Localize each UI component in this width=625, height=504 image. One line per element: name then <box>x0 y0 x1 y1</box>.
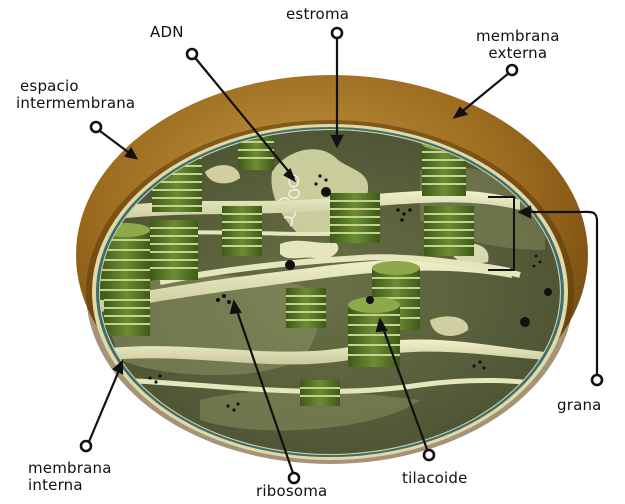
label-espacio-intermembrana-line1: espacio <box>16 78 135 95</box>
label-adn: ADN <box>150 24 184 41</box>
label-espacio-intermembrana: espacio intermembrana <box>16 78 135 112</box>
label-ribosoma: ribosoma <box>256 483 327 500</box>
label-membrana-externa-line1: membrana <box>476 28 560 45</box>
label-membrana-interna: membrana interna <box>28 460 112 494</box>
label-grana: grana <box>557 397 602 414</box>
label-membrana-externa: membrana externa <box>476 28 560 62</box>
label-membrana-interna-line1: membrana <box>28 460 112 477</box>
label-membrana-interna-line2: interna <box>28 477 112 494</box>
label-membrana-externa-line2: externa <box>476 45 560 62</box>
label-espacio-intermembrana-line2: intermembrana <box>16 95 135 112</box>
label-tilacoide: tilacoide <box>402 470 468 487</box>
label-estroma: estroma <box>286 6 349 23</box>
